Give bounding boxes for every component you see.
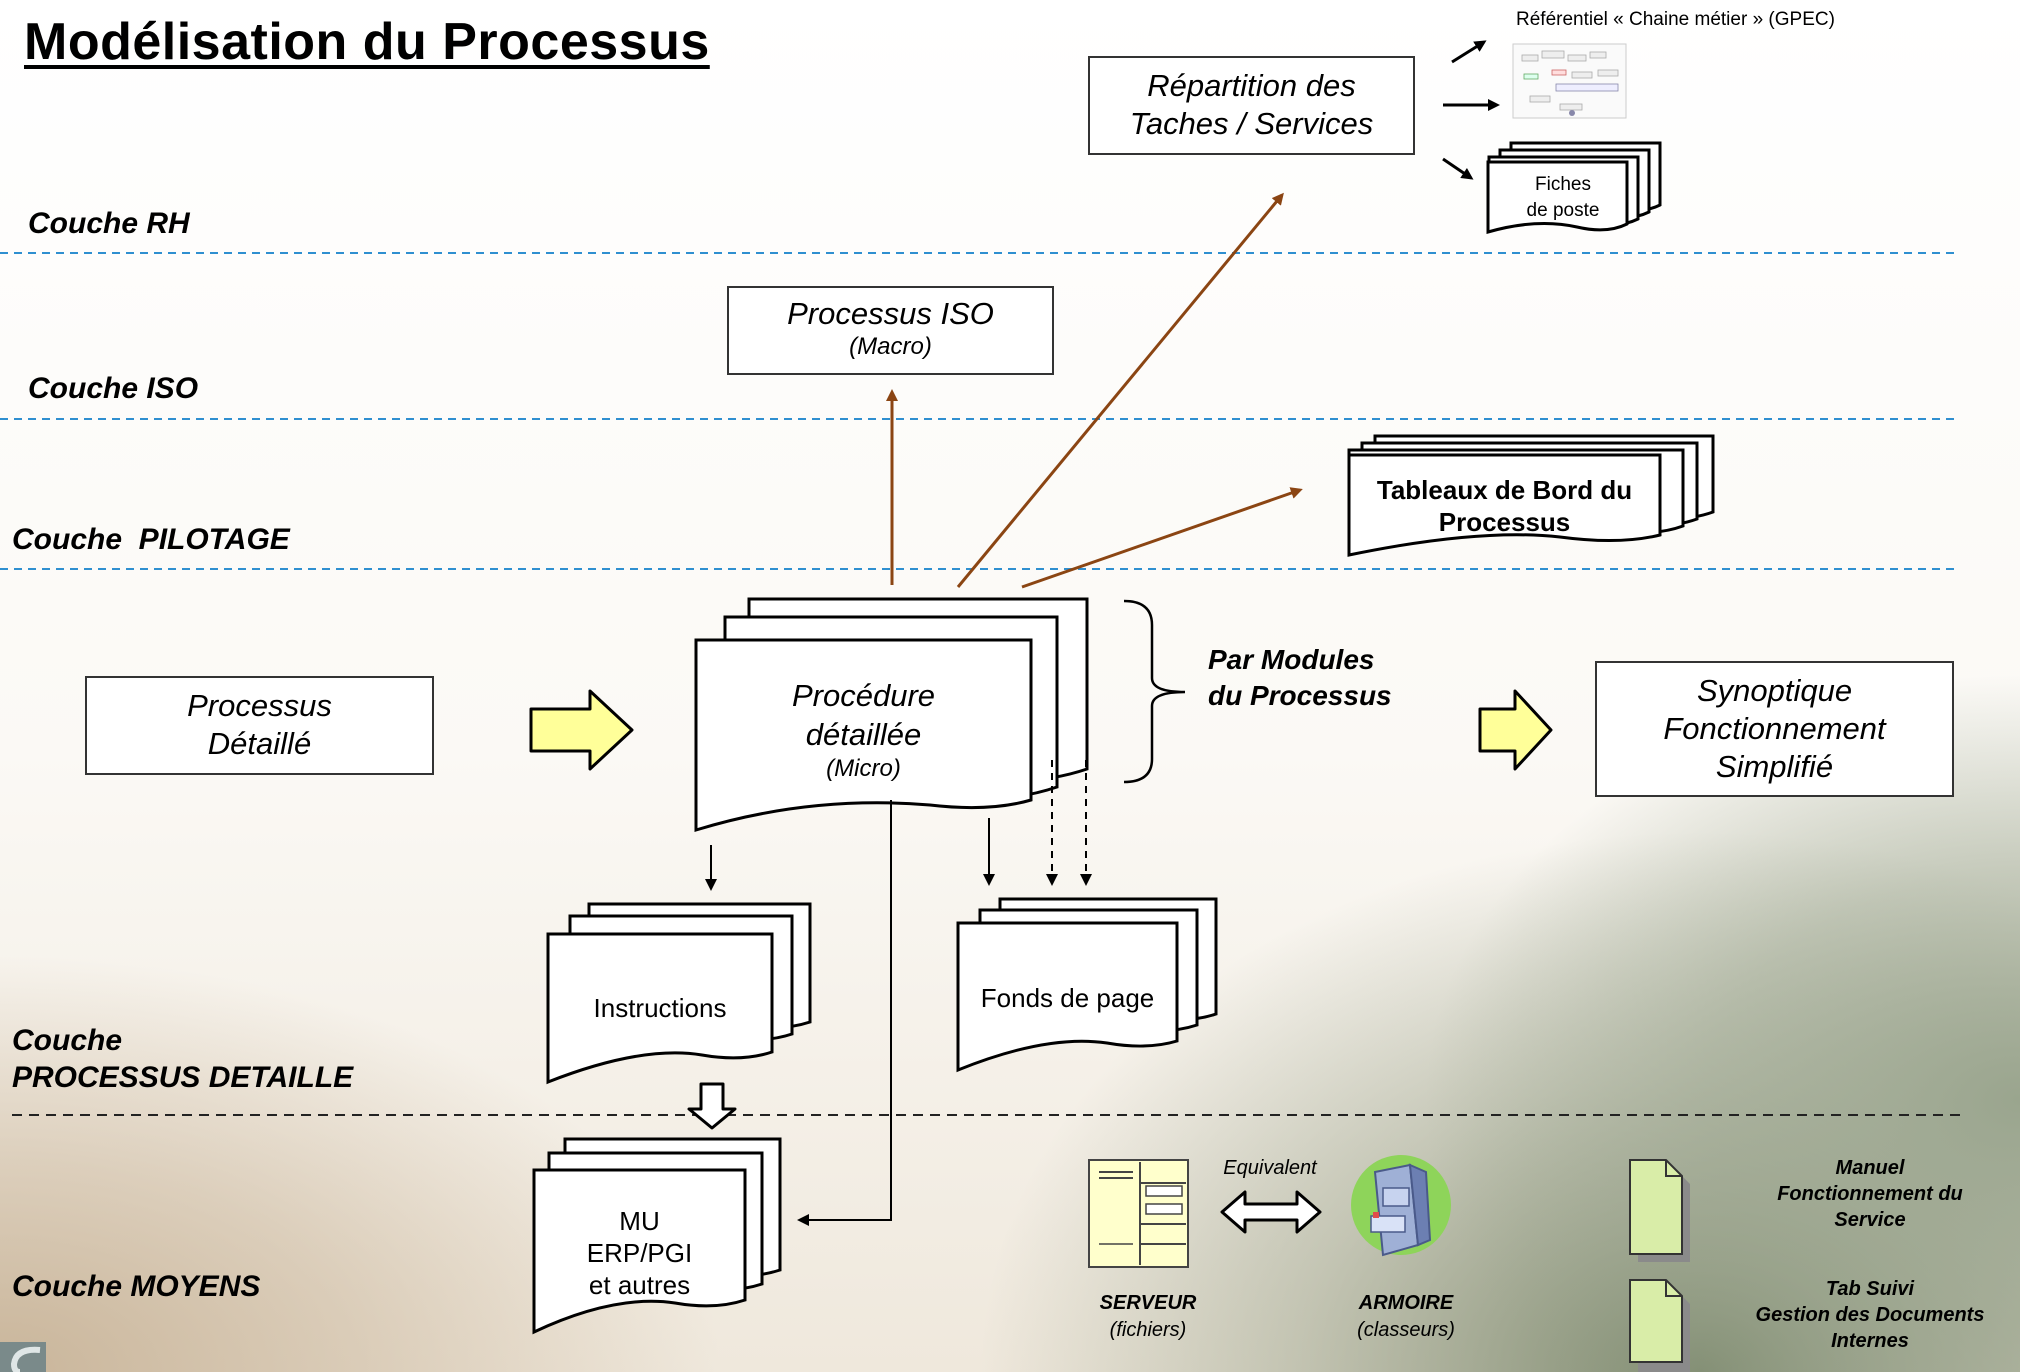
legend-manuel-line-3: Service: [1834, 1209, 1906, 1231]
legend-tab-suivi: Tab Suivi Gestion des Documents Internes: [1730, 1276, 2010, 1354]
procedure-detaillee-doc: [694, 597, 1089, 833]
fiches-line-1: Fiches: [1535, 174, 1591, 195]
mu-line-1: MU: [619, 1206, 660, 1236]
layer-label-moyens: Couche MOYENS: [12, 1270, 261, 1303]
referentiel-thumbnail: [1512, 43, 1627, 119]
arrow-to-fiches: [1442, 157, 1474, 180]
procedure-line-2: détaillée: [805, 717, 922, 752]
repartition-line-2: Taches / Services: [1129, 106, 1374, 141]
par-modules-line-1: Par Modules: [1208, 644, 1375, 675]
document-icon-manuel: [1629, 1159, 1690, 1262]
arrow-to-referentiel-1: [1451, 40, 1487, 64]
modules-brace: [1123, 599, 1186, 784]
hollow-arrow-down: [687, 1082, 737, 1130]
procedure-subtitle: (Micro): [826, 755, 901, 782]
yellow-arrow-right: [1478, 689, 1553, 771]
serveur-label: SERVEUR: [1099, 1292, 1197, 1314]
armoire-label: ARMOIRE: [1358, 1292, 1454, 1314]
processus-detaille-label: Processus Détaillé: [86, 687, 433, 763]
synoptique-box: [1595, 661, 1954, 797]
synoptique-line-3: Simplifié: [1715, 749, 1834, 784]
fonds-de-page-doc: [956, 897, 1218, 1073]
procedure-line-1: Procédure: [791, 678, 936, 713]
page-title: Modélisation du Processus: [24, 13, 710, 71]
equivalent-double-arrow: [1220, 1190, 1322, 1234]
legend-tab-line-2: Gestion des Documents: [1755, 1304, 1985, 1326]
fonds-de-page-label: Fonds de page: [980, 983, 1155, 1013]
equivalent-label: Equivalent: [1223, 1157, 1317, 1179]
mu-line-3: et autres: [588, 1270, 691, 1300]
arrow-procedure-to-mu: [797, 800, 892, 1226]
layer-label-iso: Couche ISO: [28, 372, 199, 405]
serveur-sublabel: (fichiers): [1109, 1319, 1187, 1341]
armoire-icon: [1351, 1155, 1451, 1257]
processus-iso-box: [727, 286, 1054, 375]
referentiel-label: Référentiel « Chaine métier » (GPEC): [1516, 9, 1835, 30]
processus-iso-label: Processus ISO (Macro): [728, 295, 1053, 361]
par-modules-label: Par Modules du Processus: [1208, 642, 1392, 714]
instructions-label: Instructions: [593, 993, 727, 1023]
processus-iso-subtitle: (Macro): [849, 333, 932, 360]
legend-tab-line-1: Tab Suivi: [1825, 1278, 1915, 1300]
procedure-label: Procédure détaillée (Micro): [696, 676, 1031, 784]
arrow-to-repartition: [956, 192, 1284, 588]
synoptique-label: Synoptique Fonctionnement Simplifié: [1596, 672, 1953, 786]
document-icon-tab-suivi: [1629, 1279, 1690, 1372]
yellow-arrow-left: [529, 689, 634, 771]
synoptique-line-2: Fonctionnement: [1663, 711, 1886, 746]
legend-manuel-line-1: Manuel: [1835, 1157, 1905, 1179]
fiches-de-poste-doc: [1486, 141, 1662, 234]
repartition-label: Répartition des Taches / Services: [1089, 67, 1414, 143]
mu-line-2: ERP/PGI: [586, 1238, 693, 1268]
arrow-to-tableaux: [1021, 487, 1303, 589]
mu-doc: [532, 1137, 782, 1335]
armoire-sublabel: (classeurs): [1357, 1319, 1455, 1341]
fiches-label: Fiches de poste: [1488, 172, 1638, 224]
processus-detaille-box: [85, 676, 434, 775]
par-modules-line-2: du Processus: [1208, 680, 1392, 711]
processus-iso-title: Processus ISO: [787, 296, 994, 331]
repartition-line-1: Répartition des: [1147, 68, 1356, 103]
processus-detaille-line-1: Processus: [187, 688, 332, 723]
tableaux-de-bord-doc: [1347, 434, 1715, 557]
company-logo: [0, 1342, 46, 1372]
mu-label: MU ERP/PGI et autres: [534, 1205, 745, 1301]
legend-manuel: Manuel Fonctionnement du Service: [1730, 1155, 2010, 1233]
processus-detaille-line-2: Détaillé: [207, 726, 312, 761]
repartition-box: [1088, 56, 1415, 155]
server-icon: [1088, 1159, 1189, 1268]
synoptique-line-1: Synoptique: [1696, 673, 1853, 708]
layer-label-rh: Couche RH: [28, 207, 190, 240]
layer-label-pilotage: Couche PILOTAGE: [12, 523, 290, 556]
legend-tab-line-3: Internes: [1831, 1330, 1909, 1352]
tableaux-line-2: Processus: [1438, 507, 1571, 537]
fiches-line-2: de poste: [1526, 200, 1600, 221]
layer-label-processus-detaille-1: Couche: [12, 1024, 123, 1057]
layer-label-processus-detaille-2: PROCESSUS DETAILLE: [12, 1061, 354, 1094]
tableaux-line-1: Tableaux de Bord du: [1376, 475, 1633, 505]
tableaux-label: Tableaux de Bord du Processus: [1349, 474, 1660, 538]
legend-manuel-line-2: Fonctionnement du: [1777, 1183, 1963, 1205]
instructions-doc: [546, 902, 812, 1085]
